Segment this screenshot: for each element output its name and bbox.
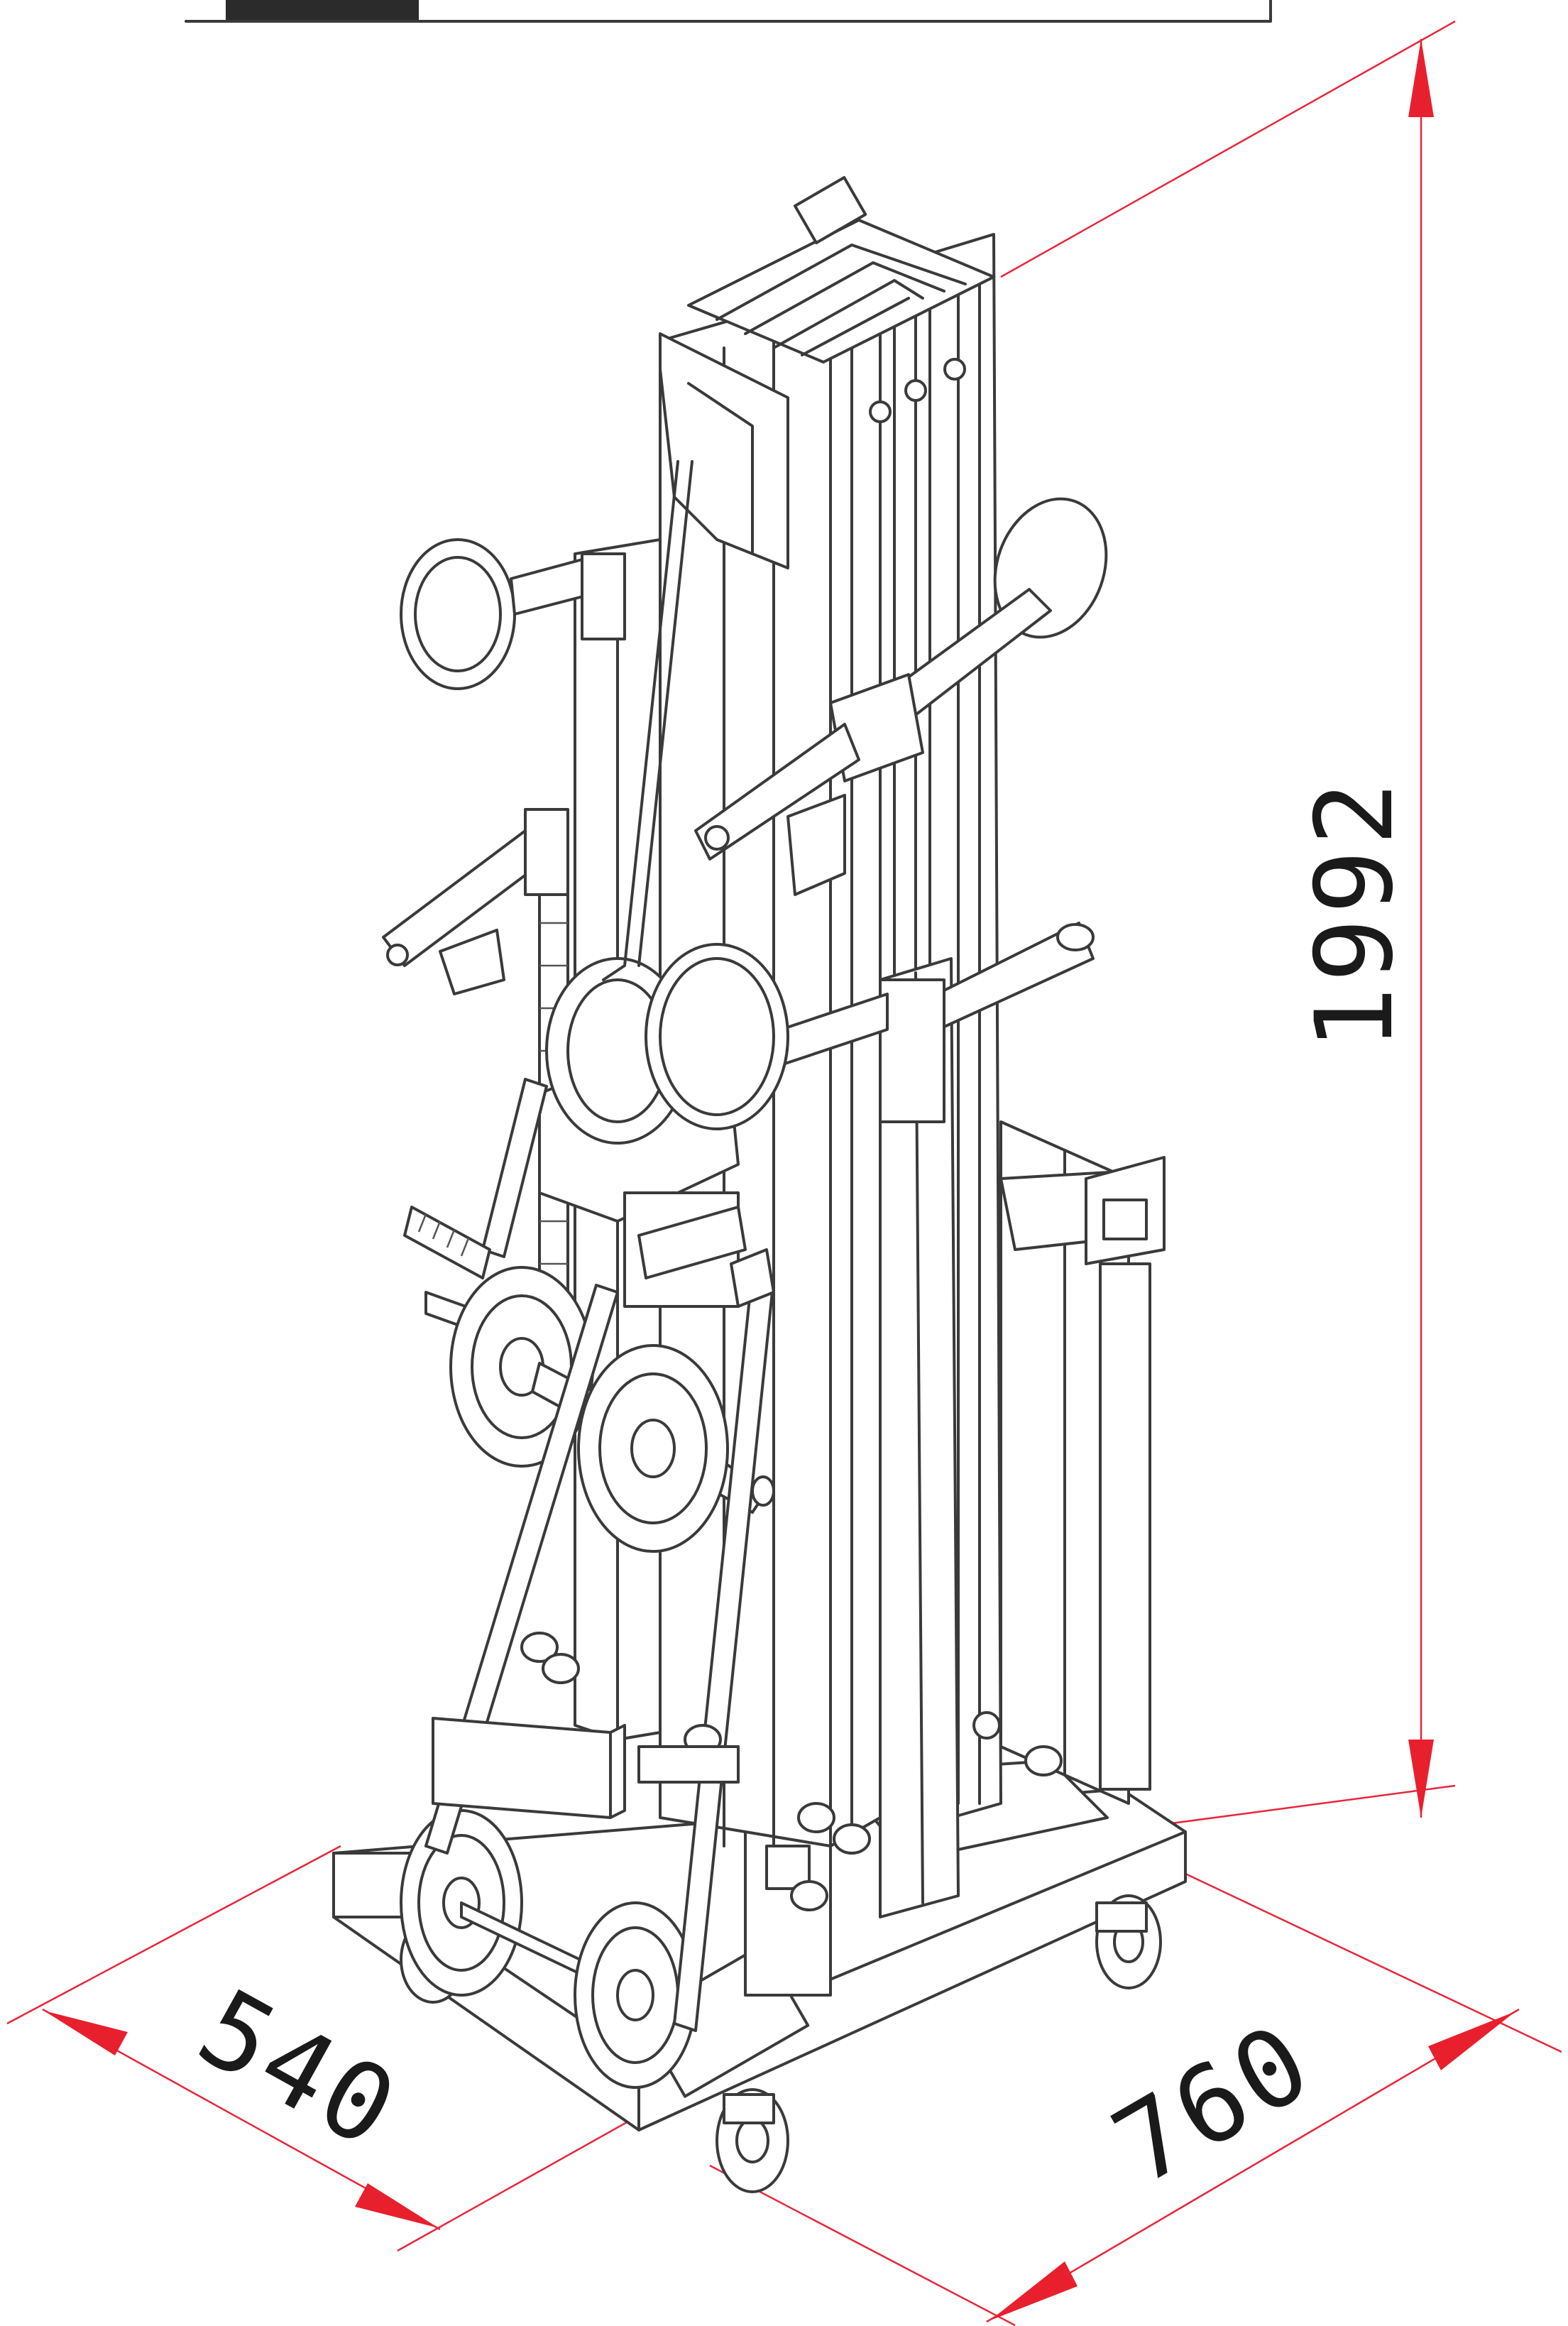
caster-wheel-front [716, 2088, 789, 2193]
rear-base-blocks [432, 1717, 740, 1819]
dimension-depth [6, 1845, 753, 2252]
outrigger-arm-upper-left [400, 538, 626, 690]
outrigger-arm-mid-right [779, 922, 1095, 1123]
trolley-rail-left [424, 1284, 619, 1855]
height-label: 1992 [1293, 777, 1417, 1051]
winch [403, 460, 789, 1308]
outrigger-arm-upper-right [694, 497, 1108, 896]
outrigger-sleeve [999, 1120, 1166, 1805]
front-leg-sleeve [879, 957, 960, 1918]
depth-label: 540 [180, 1966, 419, 2173]
width-label: 760 [1094, 1999, 1333, 2209]
caster-wheel-right [1095, 1894, 1162, 1989]
header-fragment [185, 0, 1272, 23]
upper-wheel-right [531, 1344, 775, 1553]
dimension-width [709, 1859, 1562, 2326]
outrigger-arm-mid-left [382, 808, 569, 995]
trolley-rail-right [637, 1206, 775, 2032]
